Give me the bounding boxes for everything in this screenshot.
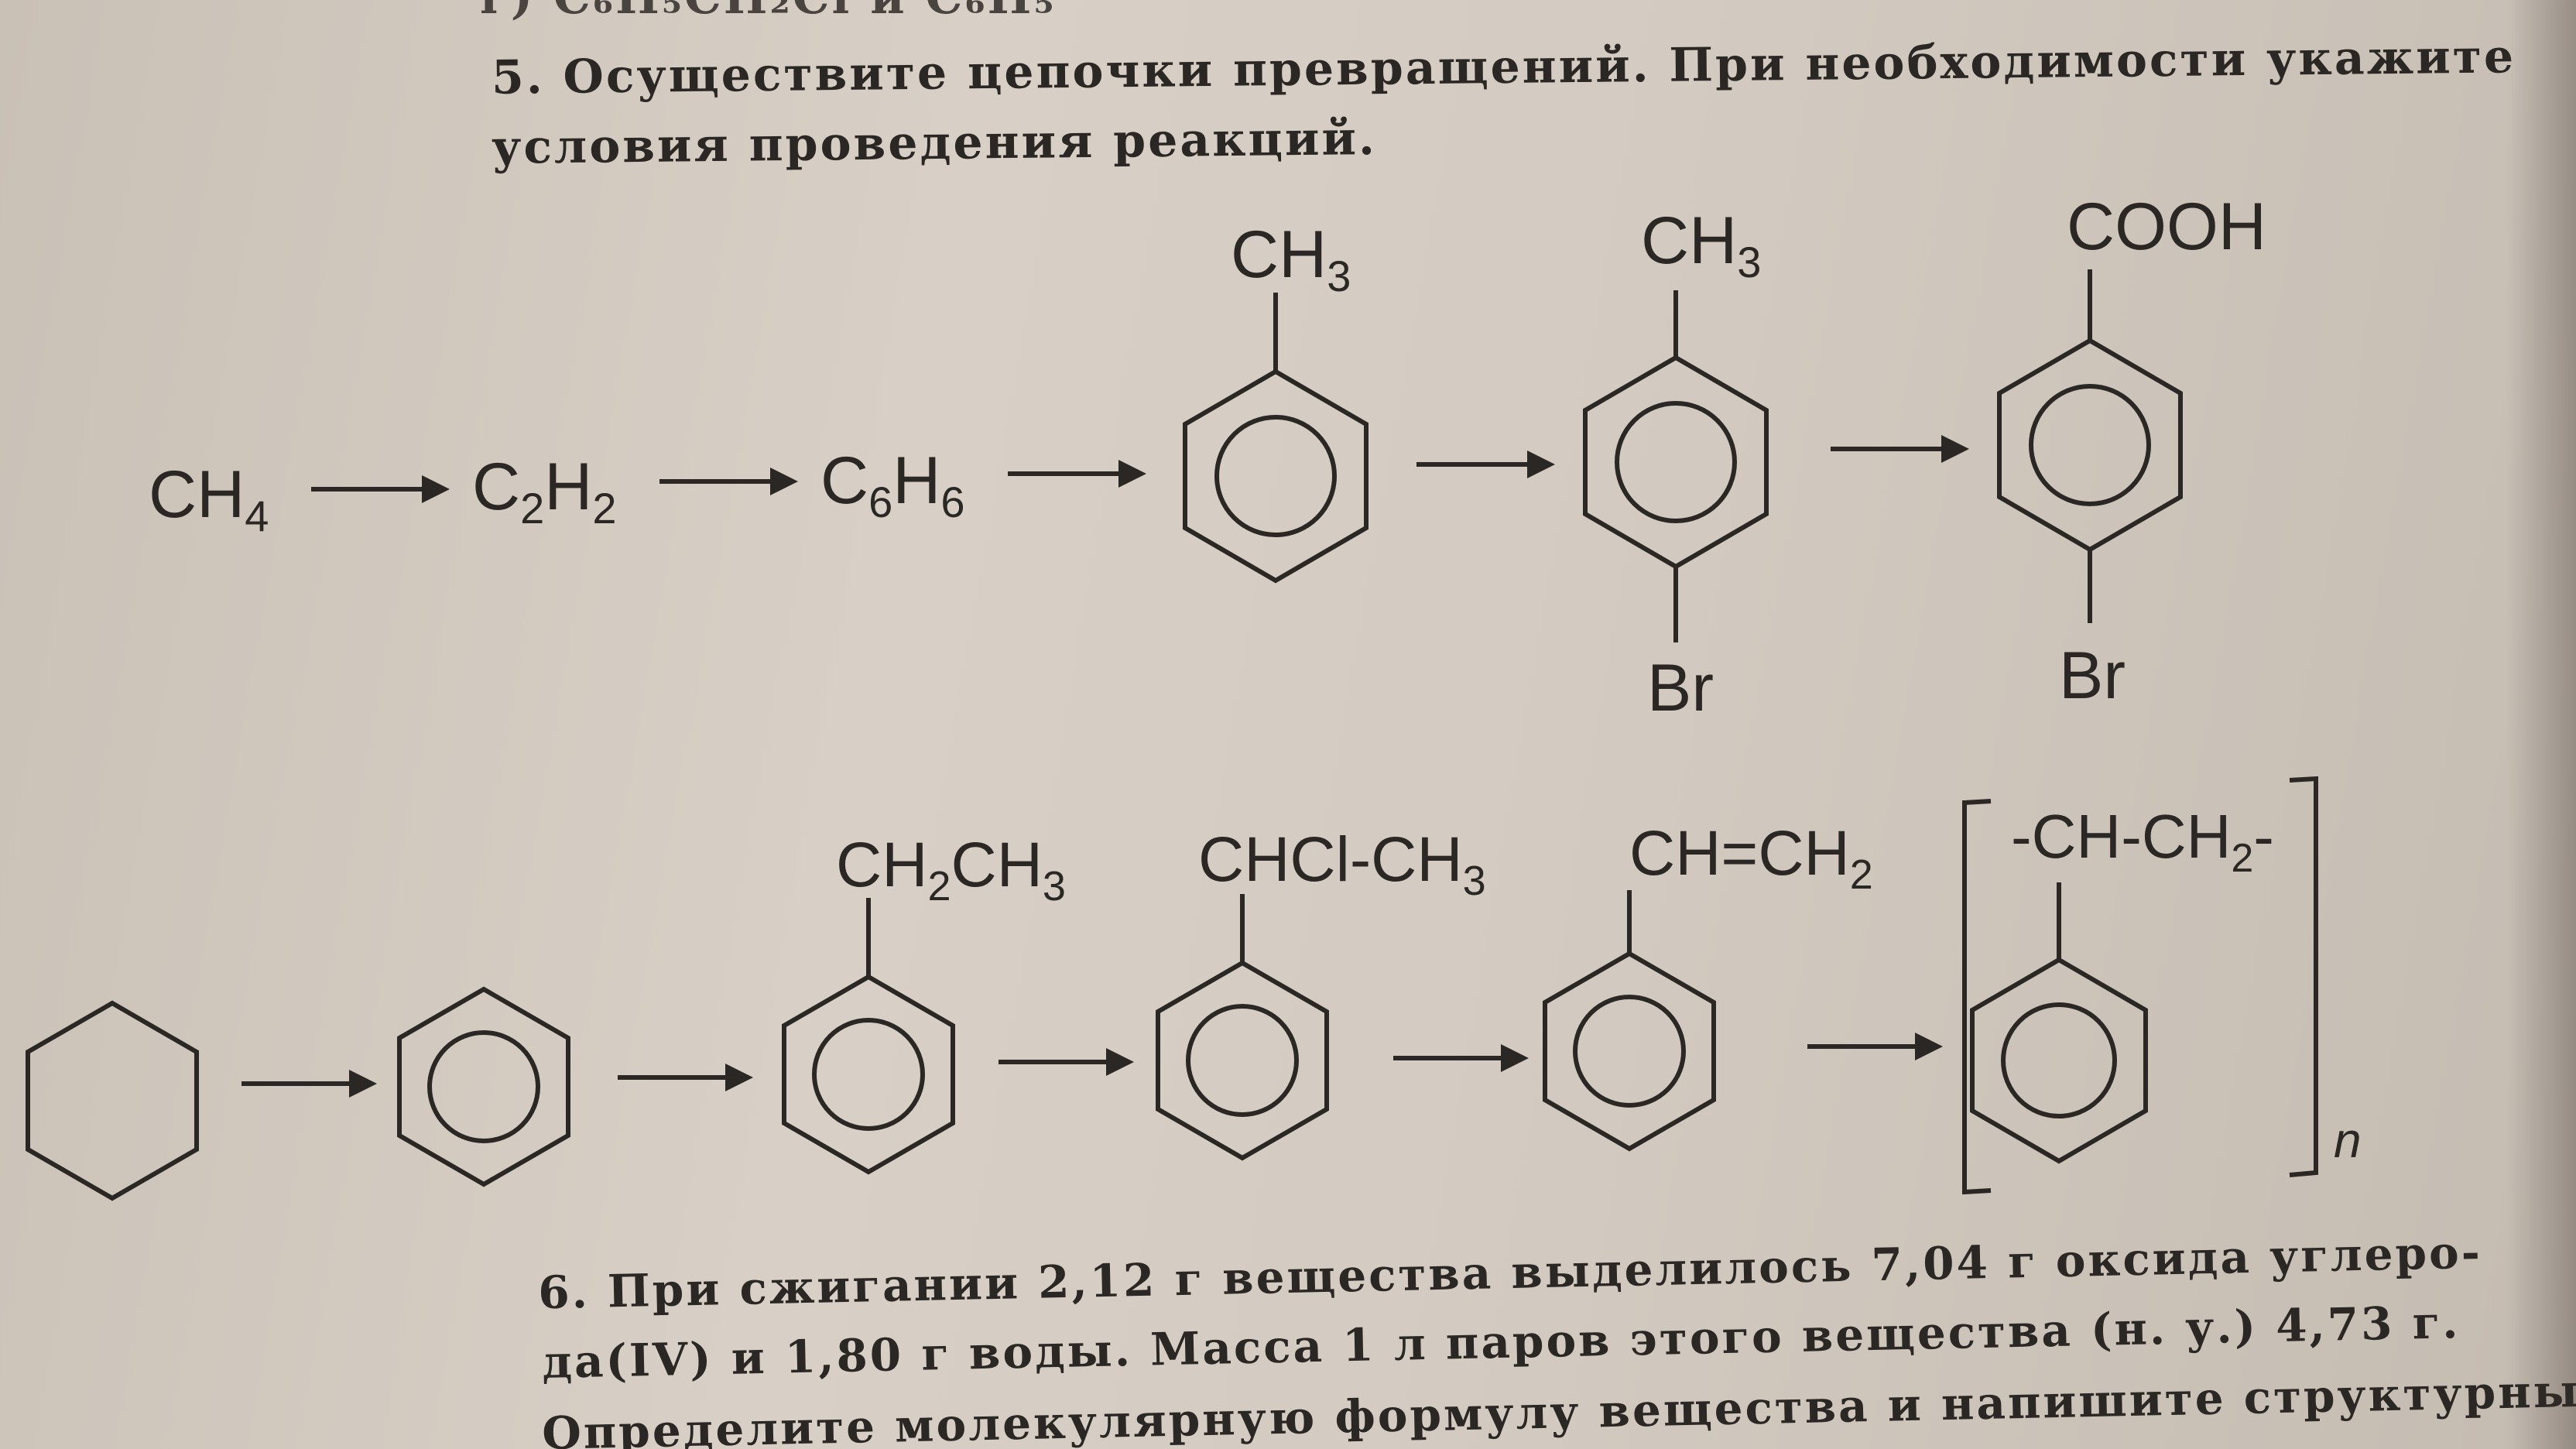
polystyrene-aromatic-circle	[2001, 1002, 2117, 1118]
polymer-left-bracket	[1962, 799, 1992, 1195]
page-edge-shadow	[2506, 0, 2576, 1449]
toluene-aromatic-circle	[1214, 415, 1337, 537]
styrene-aromatic-circle	[1573, 995, 1686, 1108]
ethylbenzene-ring	[782, 974, 955, 1175]
chloroethylbenzene-ring	[1156, 960, 1329, 1161]
styrene-ring	[1543, 951, 1716, 1152]
bromotoluene-br: Br	[1647, 651, 1714, 725]
polystyrene-ring	[1970, 957, 2148, 1164]
acid-cooh: COOH	[2067, 190, 2266, 264]
chloroethyl-substituent: CHCl-CH3	[1198, 824, 1486, 904]
benzene-aromatic-circle	[427, 1030, 540, 1143]
ethylbenzene-aromatic-circle	[812, 1018, 925, 1131]
bromotoluene-aromatic-circle	[1615, 401, 1737, 523]
acid-ring	[1997, 337, 2183, 553]
styrene-substituent: CH=CH2	[1629, 818, 1873, 898]
chloroethylbenzene-aromatic-circle	[1186, 1004, 1299, 1117]
bromotoluene-ring	[1583, 355, 1769, 570]
ch4-formula: CH4	[149, 457, 269, 540]
cyclohexane-ring	[26, 1000, 199, 1201]
bromotoluene-ch3: CH3	[1641, 204, 1761, 286]
c6h6-formula: C6H6	[820, 444, 965, 526]
polymer-unit: -CH-CH2-	[2011, 802, 2274, 881]
polymer-right-bracket	[2289, 776, 2318, 1177]
toluene-ch3: CH3	[1231, 218, 1351, 300]
toluene-ring	[1183, 368, 1368, 584]
acid-br: Br	[2059, 639, 2126, 713]
polymer-n: n	[2334, 1112, 2362, 1168]
benzene-ring	[397, 986, 570, 1187]
acid-aromatic-circle	[2029, 384, 2151, 506]
c2h2-formula: C2H2	[472, 450, 617, 533]
cut-off-line: г) C₆H₅CH₂Cl и C₆H₅	[480, 0, 1057, 25]
ethylbenzene-substituent: CH2CH3	[836, 830, 1066, 909]
